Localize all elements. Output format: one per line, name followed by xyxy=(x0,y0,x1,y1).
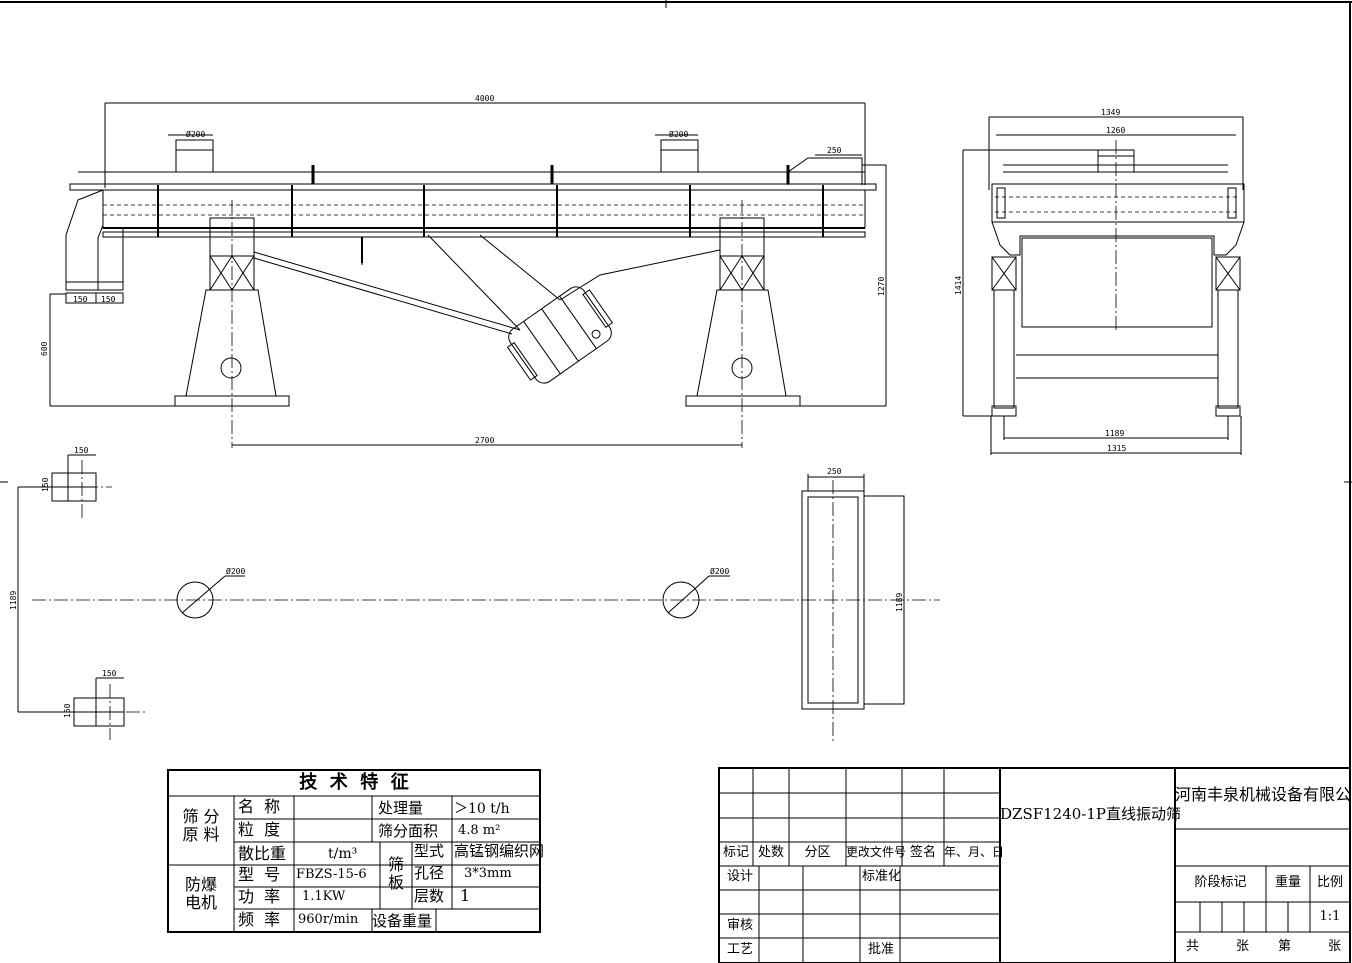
area-value: 4.8 m² xyxy=(458,823,501,838)
dim-plan-inlet-h: 1189 xyxy=(895,593,904,612)
screen-layers-label: 层数 xyxy=(414,887,445,905)
company-name: 河南丰泉机械设备有限公司 xyxy=(1175,785,1352,804)
dim-plan-width: 1189 xyxy=(9,591,18,610)
dim-outlet-left: Ø200 xyxy=(186,129,205,139)
approve-label: 批准 xyxy=(868,942,895,957)
screen-frame-ribs xyxy=(157,185,824,237)
sheet-no: 第 xyxy=(1278,939,1292,954)
dim-side-top-outer: 1349 xyxy=(1101,108,1120,117)
drawing-name: DZSF1240-1P直线振动筛 xyxy=(1000,805,1182,823)
dim-plan-port-top-w: 150 xyxy=(74,446,89,455)
dim-height: 1270 xyxy=(877,277,886,296)
support-right xyxy=(685,217,801,407)
dim-inlet-width: 250 xyxy=(827,146,842,155)
capacity-label: 处理量 xyxy=(378,799,424,817)
title-block xyxy=(718,767,1351,963)
screen-layers-value: 1 xyxy=(460,886,471,905)
standardize-label: 标准化 xyxy=(862,869,902,884)
motor-bracket xyxy=(253,234,721,335)
motor-freq-value: 960r/min xyxy=(298,912,359,927)
group-screen: 筛 板 xyxy=(387,855,404,893)
dim-plan-port-bottom-h: 150 xyxy=(63,703,72,718)
side-view: 1349 1260 1414 xyxy=(954,108,1245,455)
dim-plan-inlet-w: 250 xyxy=(827,467,842,476)
sheet-unit-1: 张 xyxy=(1236,939,1250,954)
design-label: 设计 xyxy=(727,869,754,884)
dim-side-top-inner: 1260 xyxy=(1106,126,1125,135)
density-unit: t/m³ xyxy=(328,846,358,862)
motor-model-label: 型 号 xyxy=(238,865,281,884)
rev-header-count: 处数 xyxy=(757,845,784,860)
scale-value: 1:1 xyxy=(1319,909,1341,924)
rev-header-mark: 标记 xyxy=(722,845,749,860)
row-name-label: 名 称 xyxy=(238,797,281,816)
group-material: 筛 分 原 料 xyxy=(182,807,220,845)
plan-view: 150 150 150 150 1189 Ø200 Ø200 250 118 xyxy=(9,446,940,742)
top-outlet-left xyxy=(168,134,214,173)
stage-mark-label: 阶段标记 xyxy=(1194,875,1247,890)
screen-hole-label: 孔径 xyxy=(414,864,445,882)
rev-header-file: 更改文件号 xyxy=(846,845,907,859)
motor-power-value: 1.1KW xyxy=(302,889,346,904)
screen-hole-value: 3*3mm xyxy=(464,866,512,881)
motor-model-value: FBZS-15-6 xyxy=(296,867,367,882)
rev-header-date: 年、月、日 xyxy=(944,845,1005,859)
scale-label: 比例 xyxy=(1316,875,1343,890)
motor-freq-label: 频 率 xyxy=(238,910,281,929)
dim-span: 2700 xyxy=(475,436,494,445)
weight-cell-label: 重量 xyxy=(1274,875,1301,890)
top-outlet-right xyxy=(655,134,699,173)
vibration-motor xyxy=(506,286,614,384)
row-density-label: 散比重 xyxy=(238,844,287,863)
screen-type-value: 高锰钢编织网 xyxy=(454,842,545,860)
capacity-value: ＞10 t/h xyxy=(454,801,510,817)
dim-plan-port-bottom-w: 150 xyxy=(102,669,117,678)
dim-support-height: 600 xyxy=(40,341,49,356)
dim-outlet-right: Ø200 xyxy=(669,129,688,139)
dim-side-bottom-inner: 1189 xyxy=(1105,429,1124,438)
dim-side-bottom-outer: 1315 xyxy=(1107,444,1126,453)
group-motor: 防爆 电机 xyxy=(184,875,217,913)
motor-power-label: 功 率 xyxy=(238,887,281,906)
dim-overall-length: 4000 xyxy=(475,94,494,103)
dim-plan-outlet-right: Ø200 xyxy=(710,566,729,576)
row-size-label: 粒 度 xyxy=(238,820,281,839)
dim-plan-outlet-left: Ø200 xyxy=(226,566,245,576)
rev-header-zone: 分区 xyxy=(804,845,831,860)
tech-table-title: 技 术 特 征 xyxy=(299,772,409,793)
weight-label: 设备重量 xyxy=(372,912,433,930)
dim-plan-port-top-h: 150 xyxy=(41,477,50,492)
dim-port-a: 150 xyxy=(73,295,88,304)
review-label: 审核 xyxy=(727,918,754,933)
area-label: 筛分面积 xyxy=(378,822,439,840)
discharge-chute xyxy=(65,189,124,304)
front-view: 4000 Ø200 Ø200 250 xyxy=(40,94,887,448)
dim-side-height: 1414 xyxy=(954,276,963,295)
sheet-total: 共 xyxy=(1186,939,1200,954)
screen-type-label: 型式 xyxy=(414,842,445,860)
sheet-unit-2: 张 xyxy=(1328,939,1342,954)
process-label: 工艺 xyxy=(727,942,754,957)
tech-table xyxy=(167,769,541,933)
rev-header-sign: 签名 xyxy=(909,845,936,860)
dim-port-b: 150 xyxy=(101,295,116,304)
